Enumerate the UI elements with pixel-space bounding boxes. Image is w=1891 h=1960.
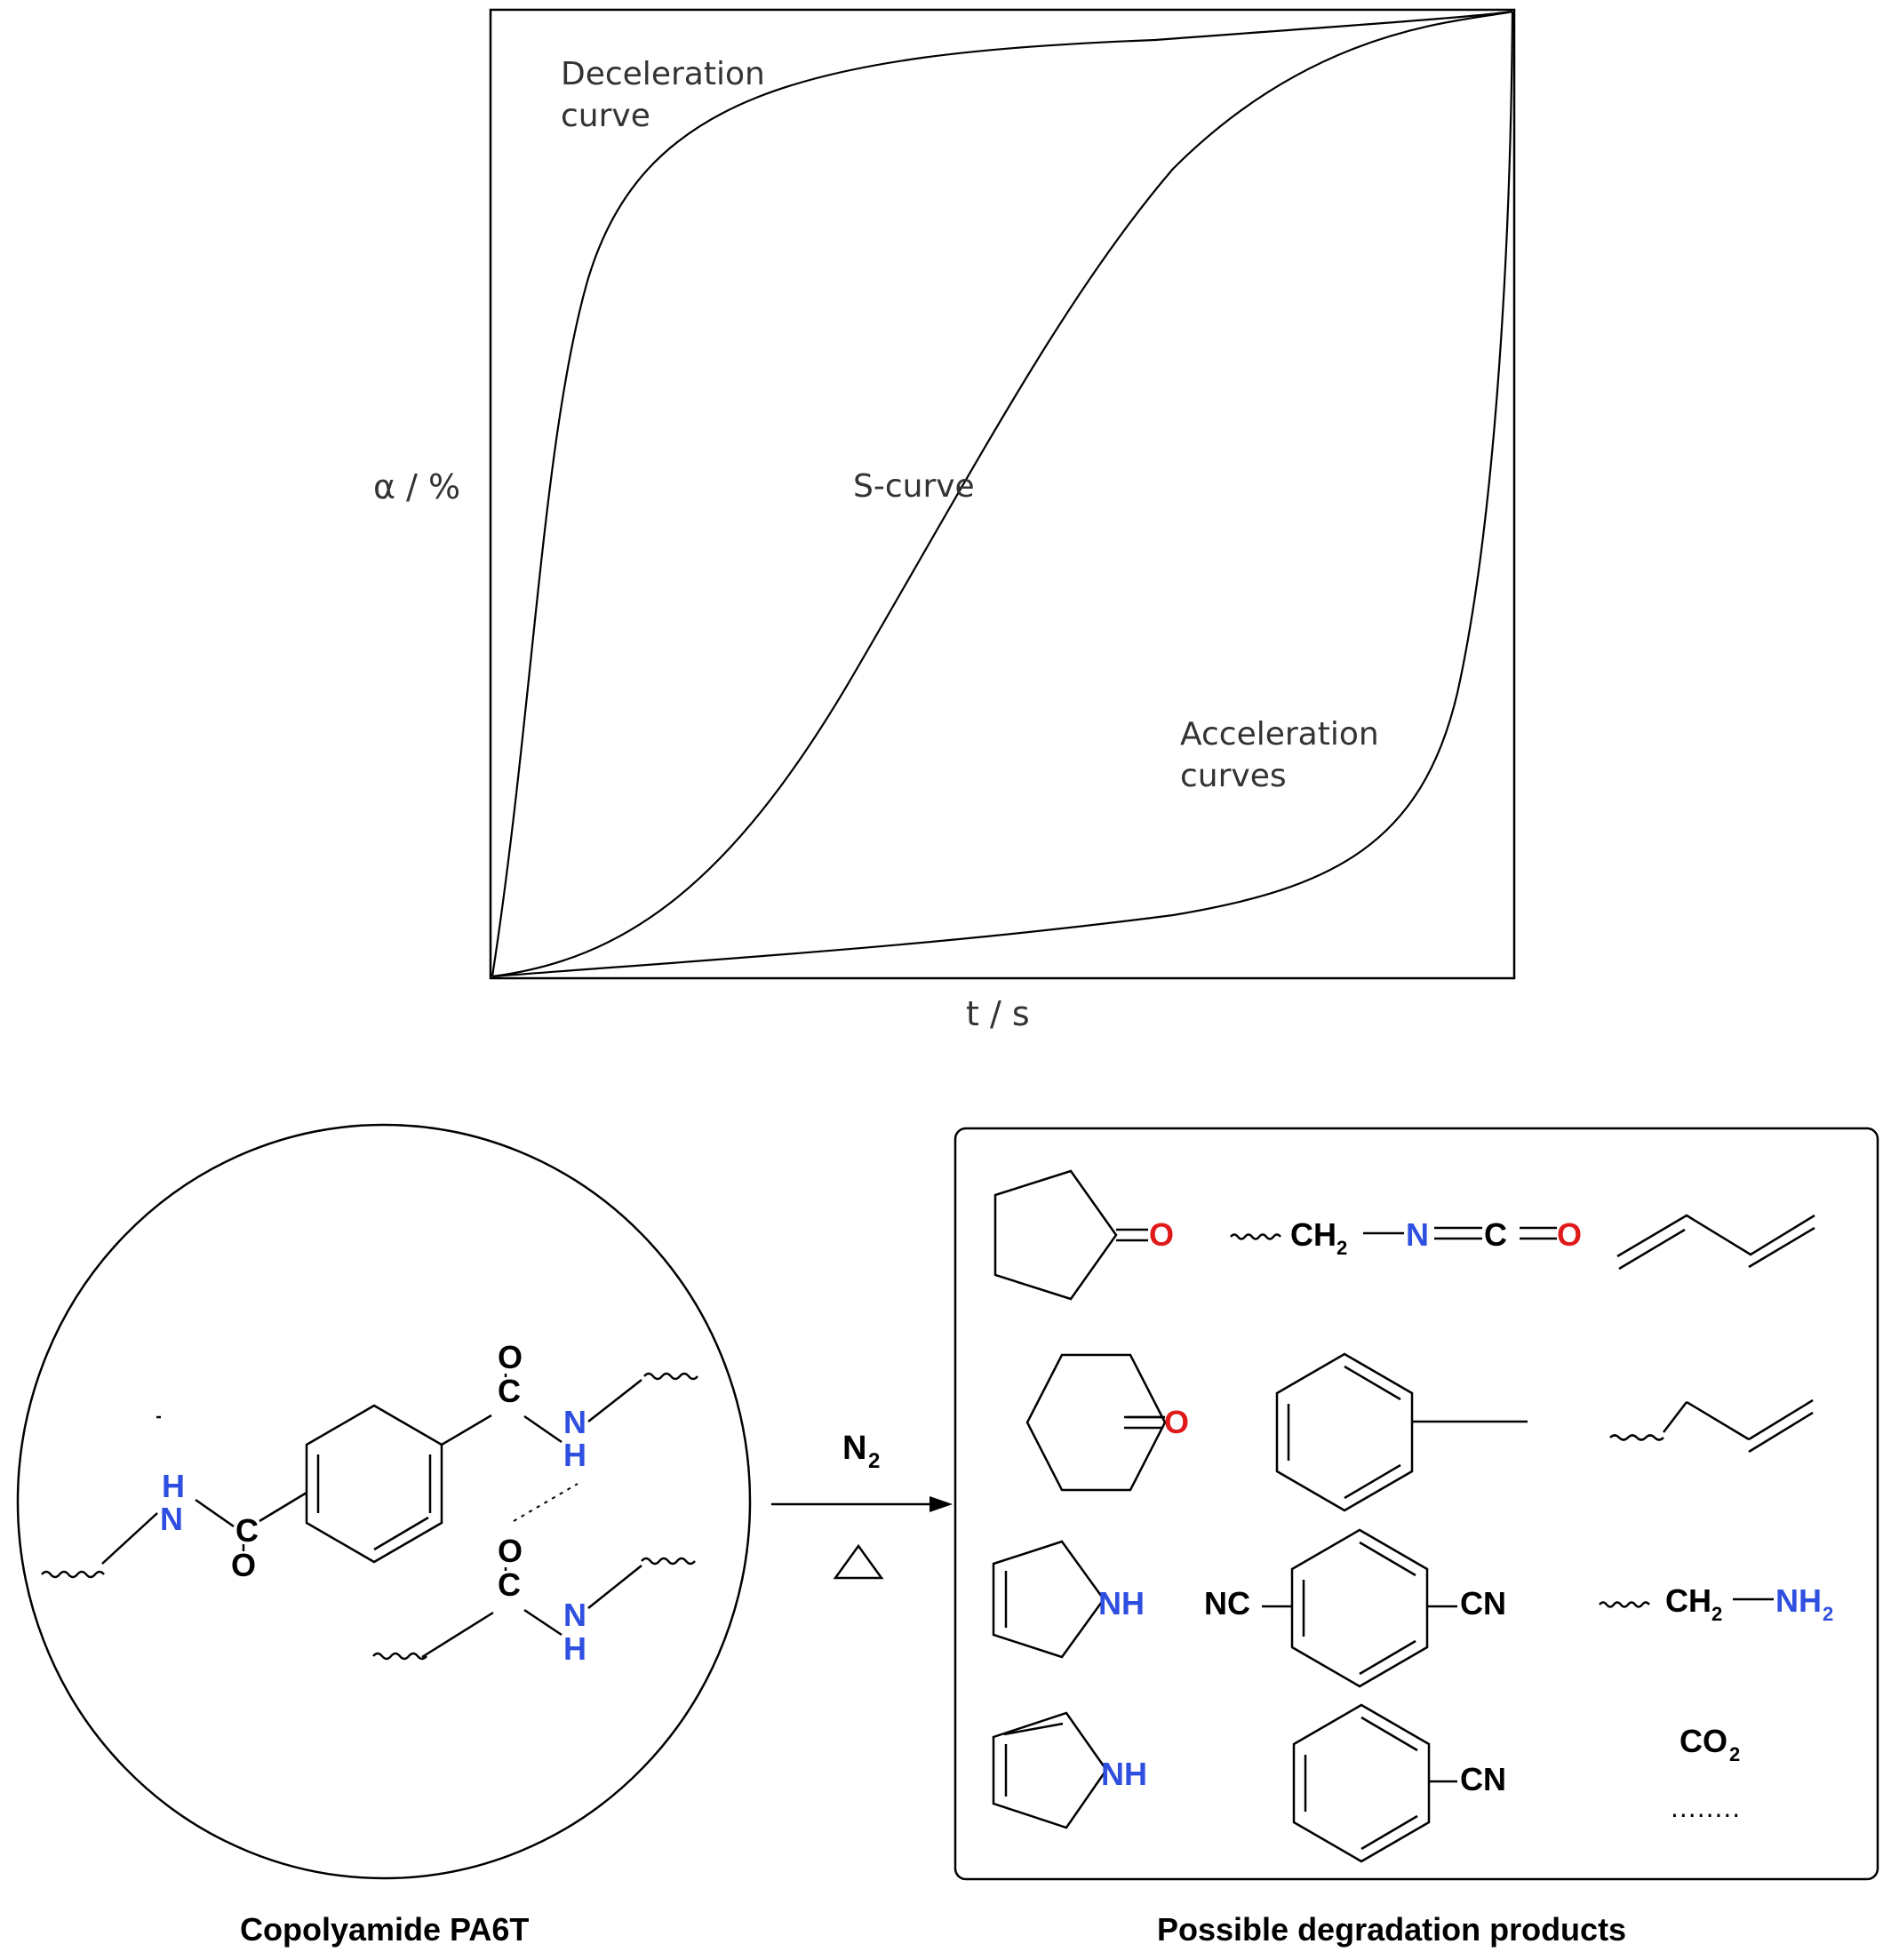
s-curve-label: S-curve (853, 468, 975, 505)
x-axis-label: t / s (966, 994, 1030, 1033)
atom-ch-amine: CH (1665, 1582, 1711, 1619)
heat-triangle-icon (833, 1543, 884, 1580)
atom-o-cyclohexanone: O (1164, 1404, 1189, 1440)
bond (587, 1379, 642, 1422)
atom-n-2: N (563, 1404, 586, 1440)
atom-sub-isocyanate: 2 (1336, 1237, 1347, 1259)
atom-n-1: N (160, 1501, 183, 1537)
butadiene (1616, 1214, 1815, 1258)
pyrrole-ring (992, 1711, 1108, 1829)
acceleration-curve (491, 11, 1514, 978)
atom-ch-isocyanate: CH (1290, 1216, 1336, 1253)
s-curve (491, 10, 1513, 978)
kinetics-plot: α / % t / s Deceleration curve S-curve A… (373, 8, 1516, 1033)
atom-cn-benzonitrile: CN (1460, 1761, 1506, 1797)
products-caption: Possible degradation products (1157, 1911, 1626, 1948)
condition-gas-subscript: 2 (868, 1449, 880, 1473)
bond (421, 1611, 494, 1659)
cyclohexanone-ring (1025, 1353, 1167, 1492)
polymer-caption: Copolyamide PA6T (240, 1911, 529, 1948)
product-atom-labels: O CH 2 N C O O NH NC CN CH 2 NH 2 NH CN … (1098, 1216, 1833, 1797)
atom-nh-pyrroline: NH (1098, 1585, 1145, 1621)
product-structures (156, 1169, 1815, 1863)
polymer-structure (16, 1123, 752, 1880)
deceleration-curve (491, 10, 1513, 977)
terephthalonitrile-ring (1290, 1528, 1429, 1688)
cyclopentanone-ring (993, 1169, 1118, 1301)
benzene-ring-polymer (305, 1404, 443, 1564)
bond (587, 1565, 642, 1609)
wavy-bond-bottom-left (372, 1652, 427, 1661)
atom-nh-pyrrole: NH (1101, 1756, 1147, 1792)
bond (259, 1491, 307, 1523)
condition-gas: N (842, 1430, 866, 1467)
reaction-arrow: N 2 (771, 1430, 953, 1580)
wavy-bond-propene (1609, 1434, 1664, 1441)
more-products-ellipsis: ........ (1671, 1794, 1741, 1823)
atom-c-2: C (498, 1373, 521, 1409)
atom-o-cyclopentanone: O (1149, 1216, 1174, 1253)
atom-c-3: C (498, 1566, 521, 1603)
atom-h-3: H (563, 1630, 586, 1667)
wavy-bond-amine (1599, 1601, 1650, 1608)
atom-o-1: O (231, 1547, 256, 1583)
deceleration-curve-label-line1: Deceleration (561, 56, 765, 92)
plot-frame (489, 8, 1516, 980)
deceleration-curve-label-line2: curve (561, 98, 650, 134)
polymer-circle (16, 1123, 752, 1880)
polymer-atom-labels: H N C O O C N H O C N H (160, 1339, 586, 1667)
benzonitrile-ring (1292, 1703, 1431, 1863)
atom-h-2: H (563, 1437, 586, 1473)
atom-c-isocyanate: C (1484, 1216, 1507, 1253)
cyclohexanone-double-bond (1124, 1415, 1162, 1430)
bond (523, 1608, 563, 1637)
acceleration-curve-label-line2: curves (1180, 758, 1287, 794)
carbonyl-double-bonds (242, 1374, 507, 1571)
atom-sub-amine-ch: 2 (1711, 1603, 1722, 1625)
wavy-bond-isocyanate (1230, 1233, 1281, 1240)
wavy-bond-mid-right (641, 1557, 696, 1566)
atom-sub-amine-nh: 2 (1823, 1603, 1833, 1625)
hydrogen-bond-dotted (513, 1483, 578, 1522)
atom-cn-terephthalonitrile: CN (1460, 1585, 1506, 1621)
atom-o-isocyanate: O (1557, 1216, 1582, 1253)
atom-c-1: C (235, 1512, 259, 1549)
atom-co2: CO (1680, 1723, 1727, 1759)
products-box (953, 1127, 1879, 1881)
wavy-bond-left (41, 1570, 105, 1579)
atom-nc-terephthalonitrile: NC (1204, 1585, 1250, 1621)
atom-sub-co2: 2 (1729, 1743, 1740, 1765)
toluene-ring (1275, 1352, 1414, 1512)
atom-n-3: N (563, 1597, 586, 1633)
atom-o-3: O (498, 1533, 523, 1569)
atom-nh-amine: NH (1775, 1582, 1822, 1619)
y-axis-label: α / % (373, 467, 460, 506)
wavy-bond-top-right (643, 1372, 698, 1381)
acceleration-curve-label-line1: Acceleration (1180, 716, 1379, 753)
atom-n-isocyanate: N (1406, 1216, 1429, 1253)
atom-o-2: O (498, 1339, 523, 1375)
bond (523, 1414, 563, 1444)
atom-h-1: H (162, 1468, 185, 1504)
bond (373, 1516, 429, 1551)
pyrroline-ring (992, 1540, 1105, 1659)
bond (195, 1498, 235, 1528)
bond (101, 1512, 158, 1565)
bond (441, 1414, 492, 1446)
